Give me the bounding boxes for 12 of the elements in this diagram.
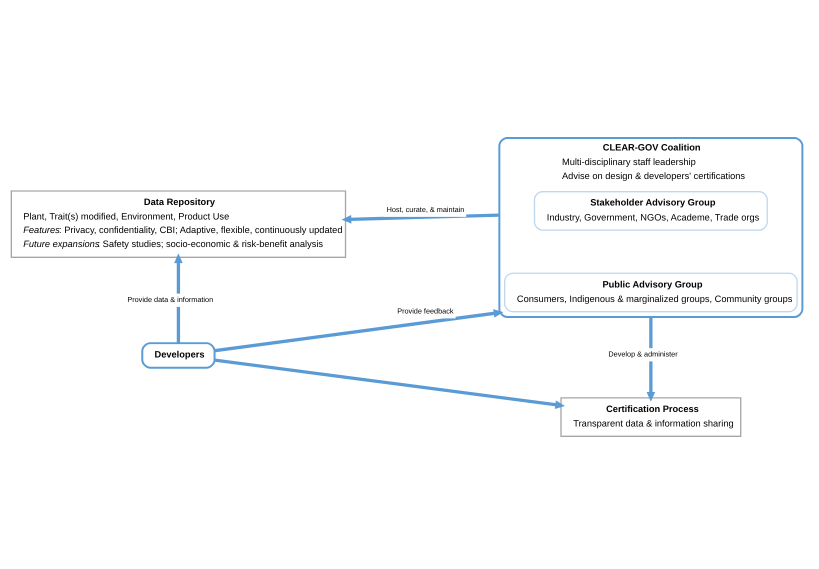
node-box: Certification Process Transparent data & information sharing [560,397,742,438]
arrow [342,213,500,224]
arrow [214,358,565,409]
arrow [174,253,183,344]
edge-label: Provide data & information [127,295,214,304]
edge-label: Provide feedback [397,306,454,316]
edge-label: Develop & administer [608,350,678,359]
arrow [214,309,504,352]
node-box: Developers [141,342,216,369]
edge-label: Host, curate, & maintain [386,205,464,214]
node-box: Stakeholder Advisory Group Industry, Government, NGOs, Academe, Trade orgs [534,191,768,231]
node-box: Public Advisory Group Consumers, Indigenous & marginalized groups, Community groups [504,272,798,312]
